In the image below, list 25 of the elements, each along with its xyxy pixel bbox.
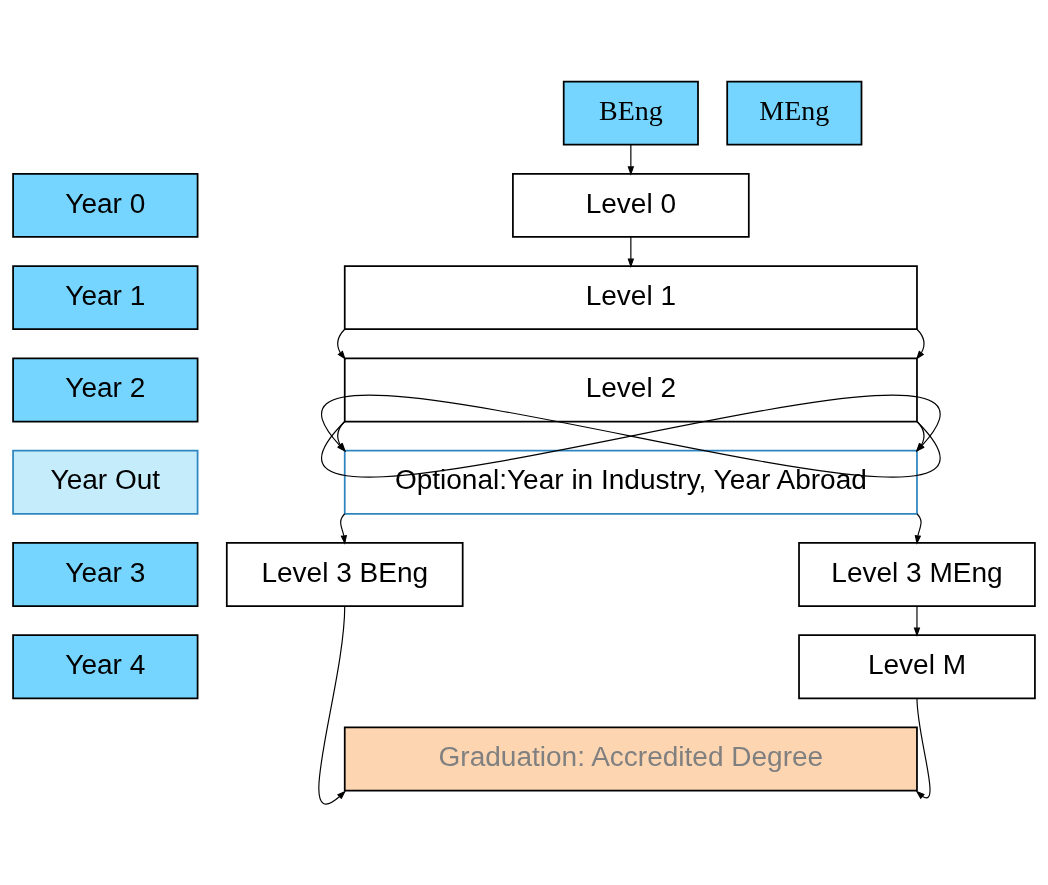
node-box: Year 4	[12, 633, 199, 699]
arrow	[915, 697, 931, 799]
node-box: Optional:Year in Industry, Year Abroad	[343, 449, 918, 515]
node-box: Year Out	[12, 449, 199, 515]
node-box: Level 3 BEng	[225, 541, 464, 607]
node-box: Level M	[798, 633, 1036, 699]
node-box: Year 3	[12, 541, 199, 607]
arrow	[914, 512, 922, 545]
node-box: Level 2	[343, 357, 918, 422]
node-box: Year 1	[12, 264, 199, 330]
arrow	[340, 512, 348, 545]
arrow	[318, 604, 347, 804]
node-box: Year 2	[12, 357, 199, 422]
arrow	[913, 605, 921, 637]
node-box: Level 0	[512, 172, 750, 238]
arrow	[915, 328, 925, 360]
node-box: MEng	[726, 80, 863, 146]
node-box: Level 1	[343, 264, 918, 330]
node-box: BEng	[562, 80, 699, 146]
arrow	[627, 143, 635, 176]
arrow	[337, 328, 346, 360]
node-box: Year 0	[12, 172, 199, 238]
node-box: Level 3 MEng	[798, 541, 1036, 607]
node-box: Graduation: Accredited Degree	[343, 726, 918, 791]
arrow	[627, 236, 635, 268]
